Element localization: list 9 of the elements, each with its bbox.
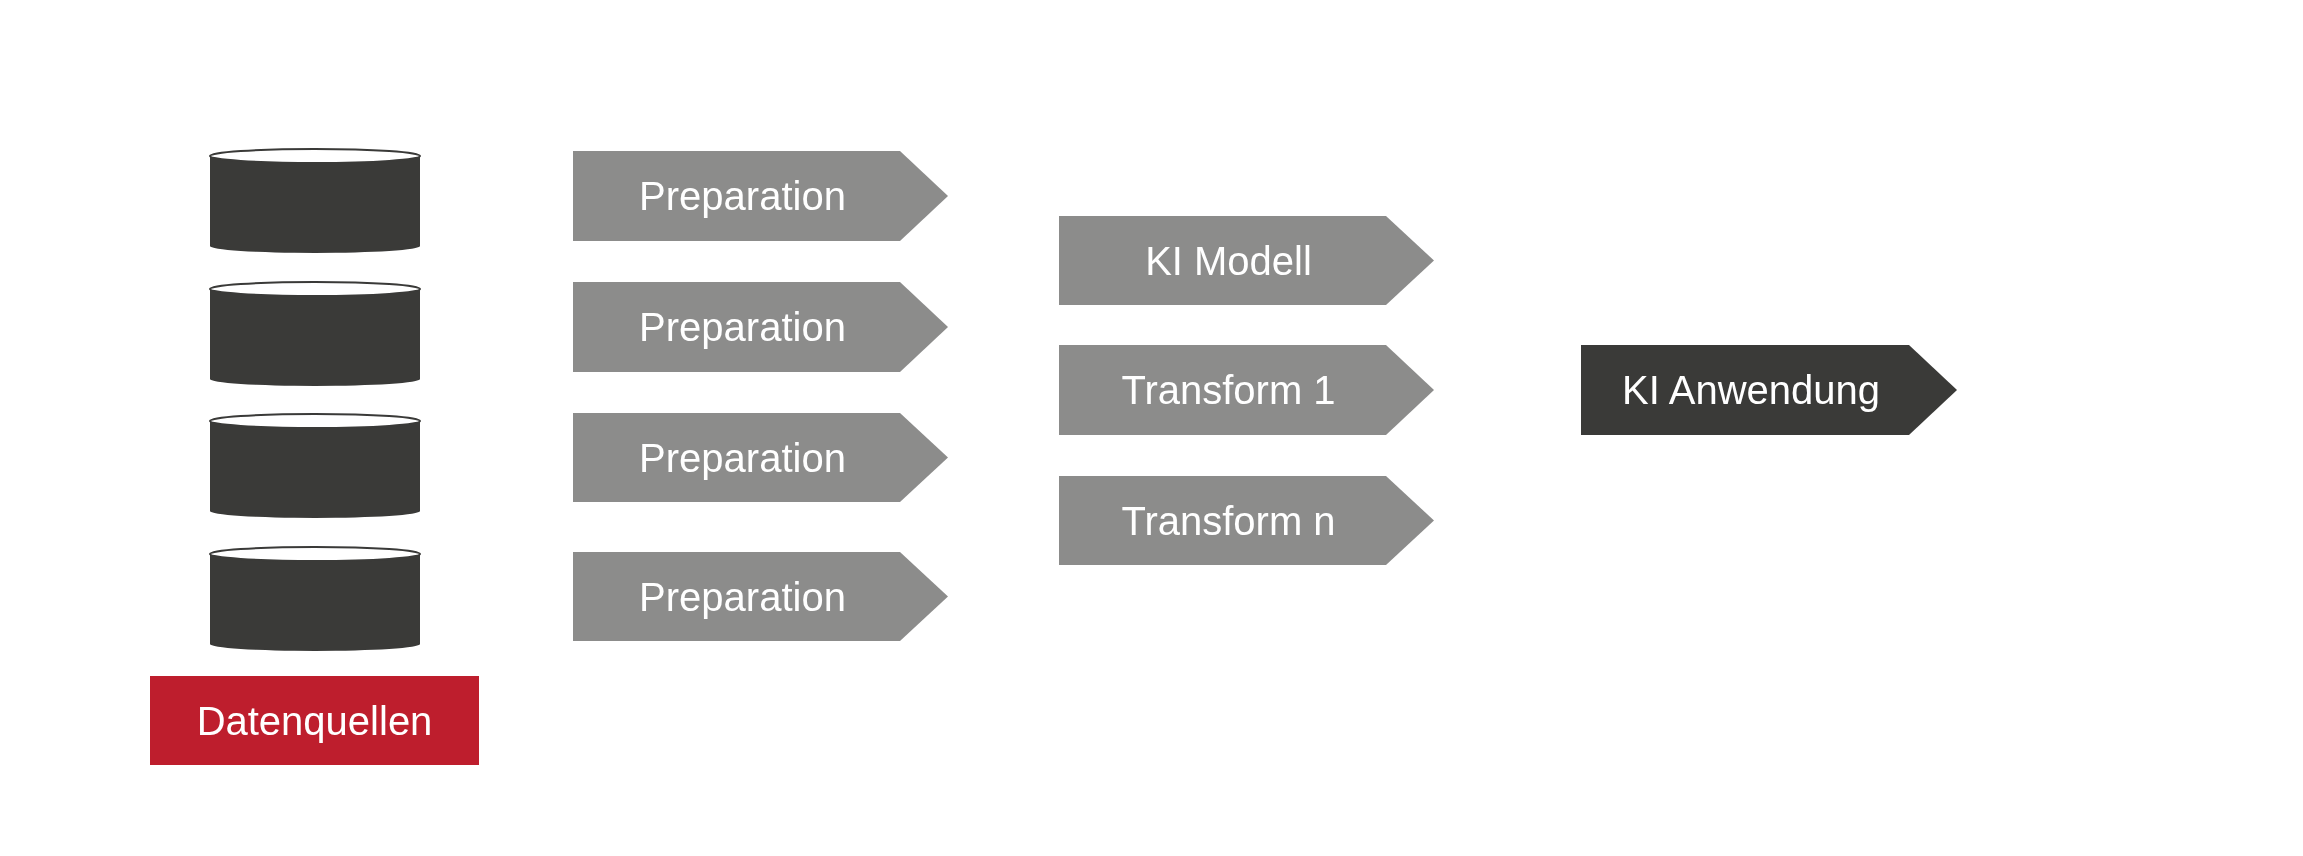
- step-label: KI Modell: [1145, 238, 1312, 283]
- step-label: Transform 1: [1121, 367, 1336, 413]
- step-label: Datenquellen: [196, 698, 433, 743]
- step-label: Preparation: [639, 173, 846, 219]
- step-label: Preparation: [639, 304, 846, 350]
- step-label: Preparation: [639, 574, 846, 619]
- step-label: KI Anwendung: [1622, 367, 1880, 413]
- step-label: Transform n: [1121, 498, 1336, 543]
- step-label: Preparation: [639, 435, 846, 480]
